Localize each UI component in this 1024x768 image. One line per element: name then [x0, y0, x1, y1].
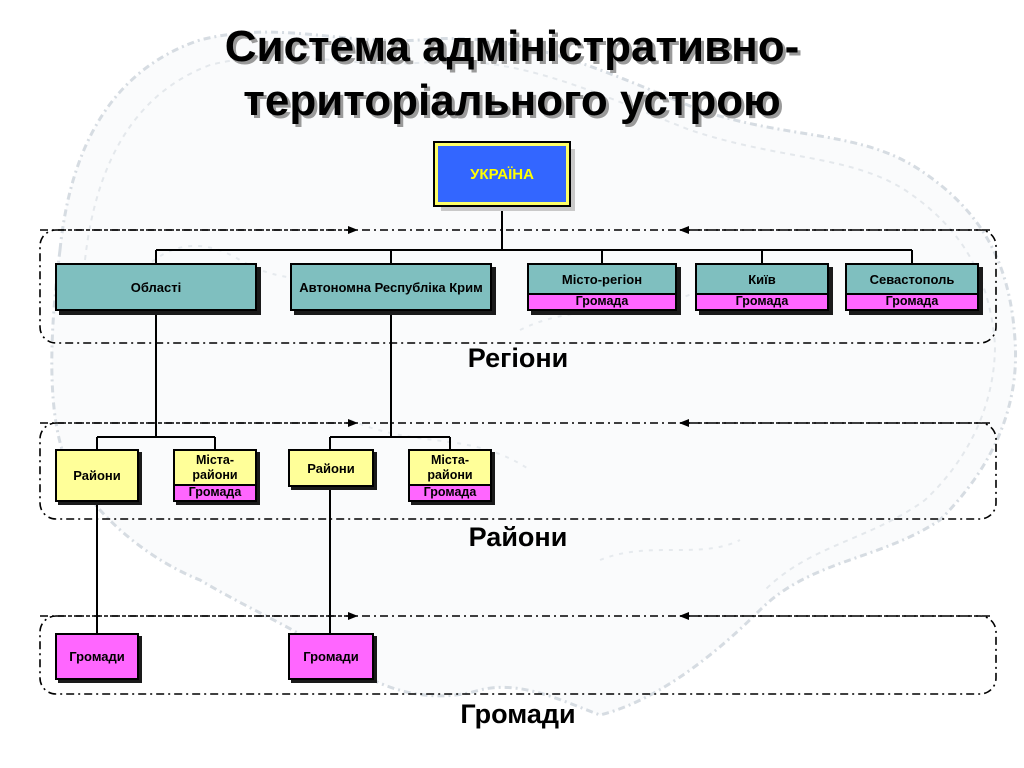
page-title-line2: територіального устрою — [243, 76, 781, 125]
node-kyiv: Київ Громада — [695, 263, 829, 311]
node-label: Громади — [69, 649, 125, 664]
level-label-communities: Громади — [460, 699, 576, 729]
node-cities-districts-arc: Міста-райони Громада — [408, 449, 492, 502]
node-label: Громади — [303, 649, 359, 664]
node-hromady-2: Громади — [288, 633, 374, 680]
node-sub-hromada: Громада — [697, 293, 827, 309]
node-oblasti: Області — [55, 263, 257, 311]
node-hromady-1: Громади — [55, 633, 139, 680]
node-label: Міста-райони — [427, 452, 473, 482]
page-title-line1: Система адміністративно- — [224, 22, 800, 71]
level-label-districts: Райони — [468, 522, 568, 552]
node-label: Області — [130, 279, 182, 295]
node-label: Київ — [748, 271, 776, 287]
node-ukraine: УКРАЇНА — [433, 141, 571, 207]
level-label-regions: Регіони — [467, 343, 569, 373]
group-frame-districts — [39, 422, 997, 520]
node-label: Райони — [307, 460, 355, 476]
node-sub-hromada: Громада — [175, 484, 255, 500]
node-label: Севастополь — [869, 271, 955, 287]
group-frame-regions — [39, 229, 997, 344]
node-sub-hromada: Громада — [410, 484, 490, 500]
node-ukraine-label: УКРАЇНА — [470, 165, 534, 183]
connector-lines — [96, 208, 913, 633]
node-cities-districts-oblast: Міста-райони Громада — [173, 449, 257, 502]
node-arc: Автономна Республіка Крим — [290, 263, 492, 311]
node-raiony-oblast: Райони — [55, 449, 139, 502]
group-frame-communities — [39, 615, 997, 695]
node-label: Райони — [73, 468, 121, 483]
node-raiony-arc: Райони — [288, 449, 374, 487]
node-label: Автономна Республіка Крим — [299, 279, 483, 295]
node-sub-hromada: Громада — [529, 293, 675, 309]
node-label: Місто-регіон — [561, 271, 643, 287]
node-sevastopol: Севастополь Громада — [845, 263, 979, 311]
node-label: Міста-райони — [192, 452, 238, 482]
node-sub-hromada: Громада — [847, 293, 977, 309]
node-city-region: Місто-регіон Громада — [527, 263, 677, 311]
